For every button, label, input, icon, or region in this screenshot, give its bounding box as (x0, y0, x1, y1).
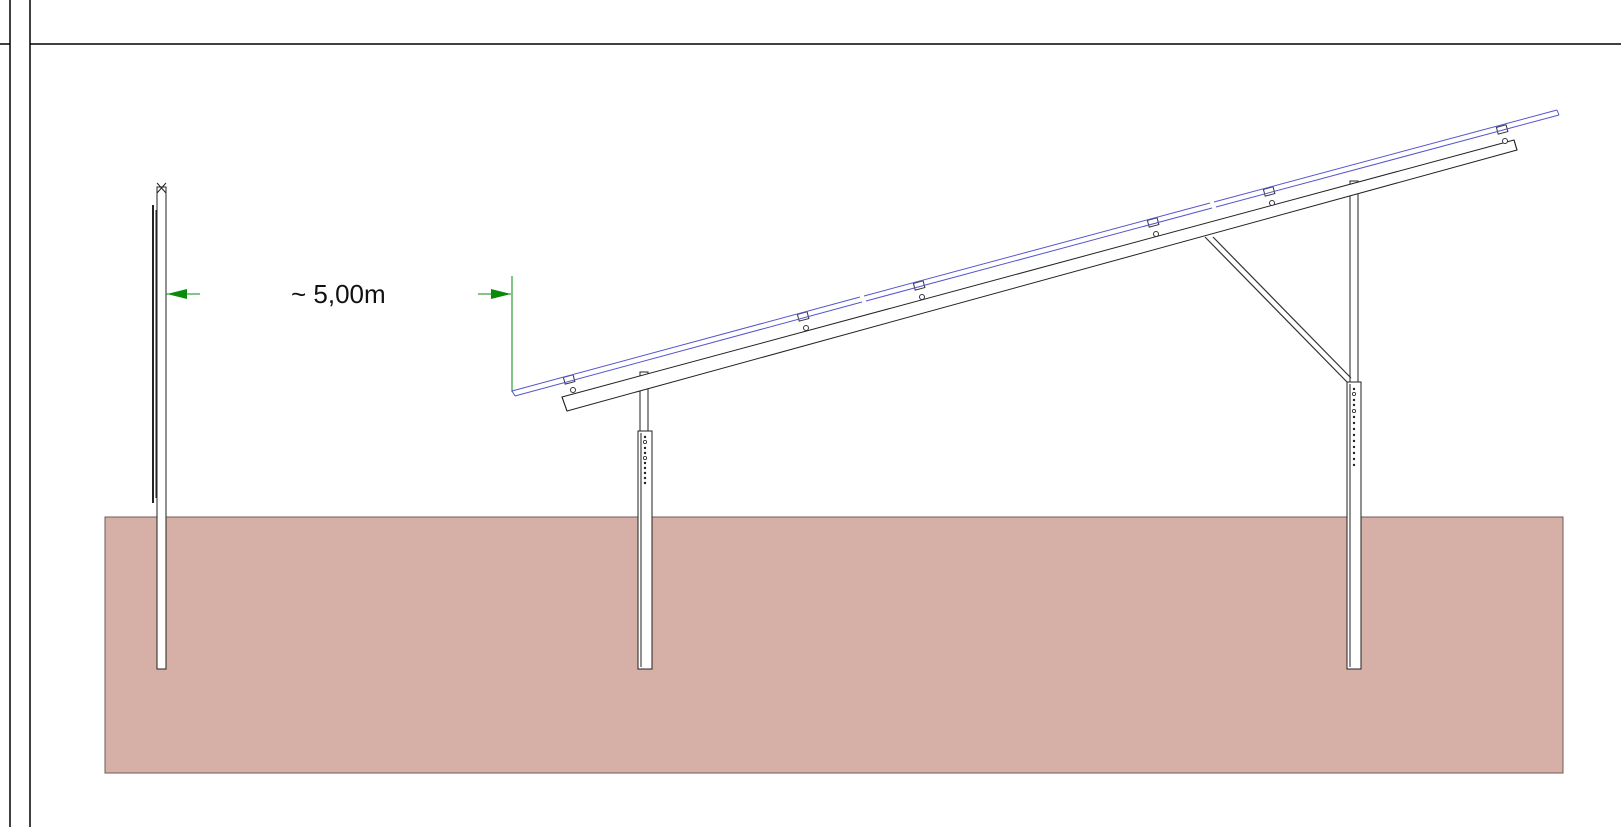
clamp-3 (912, 280, 926, 300)
ground-area (104, 516, 1564, 774)
solar-panel-row (511, 109, 1560, 397)
inclined-rail (561, 139, 1518, 412)
front-post (637, 371, 653, 670)
panel-segment-1 (511, 296, 863, 397)
clamp-1 (562, 374, 576, 393)
clamp-2 (796, 311, 810, 331)
side-view-post (152, 182, 167, 670)
clamp-6 (1495, 124, 1509, 144)
dimension-arrow-left (166, 289, 200, 299)
diagonal-brace (1204, 236, 1352, 383)
module-clamps (562, 124, 1509, 393)
dimension-arrow-right (478, 276, 513, 392)
dimension-label: ~ 5,00m (291, 279, 386, 309)
panel-segment-2 (863, 202, 1213, 302)
clamp-4 (1146, 217, 1160, 237)
panel-segment-3 (1213, 109, 1560, 208)
clamp-5 (1262, 186, 1276, 206)
rear-post (1346, 180, 1362, 670)
